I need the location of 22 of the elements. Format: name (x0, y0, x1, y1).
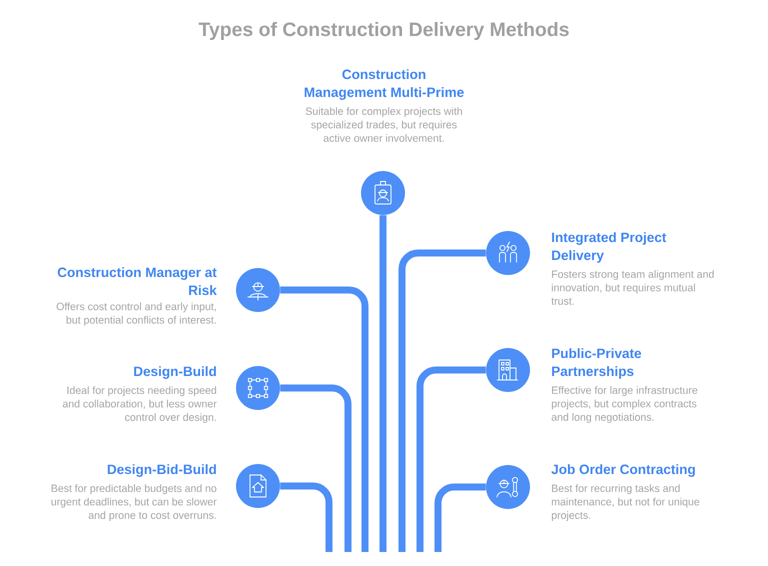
branch-line (280, 384, 352, 552)
description: Best for recurring tasks and maintenance, but not for unique projects. (552, 484, 700, 522)
title: Types of Construction Delivery Methods (198, 22, 569, 40)
heading: Design-Bid-Build (108, 464, 216, 477)
branch-line (380, 215, 386, 552)
heading: Design-Build (134, 366, 216, 379)
description: Best for predictable budgets and no urgent deadlines, but can be slower and prone to cost overruns. (52, 484, 217, 522)
heading: Job Order Contracting (551, 464, 695, 477)
heading: Integrated Project Delivery (552, 232, 666, 263)
heading: Public-Private Partnerships (552, 348, 642, 379)
description: Fosters strong team alignment and innovation, but requires mutual trust. (551, 270, 714, 305)
heading: Construction Management Multi-Prime (304, 69, 464, 100)
description: Effective for large infrastructure projects, but complex contracts and long negotiations. (552, 386, 698, 423)
description: Suitable for complex projects with specialized trades, but requires active owner involvement. (306, 107, 462, 142)
branch-line (280, 482, 332, 552)
branch-line (434, 484, 486, 552)
description: Ideal for projects needing speed and collaboration, but less owner control over design. (62, 386, 217, 424)
branch-line (398, 250, 486, 552)
branch-line (280, 286, 368, 552)
heading: Construction Manager at Risk (58, 267, 217, 296)
description: Offers cost control and early input, but potential conflicts of interest. (56, 302, 216, 326)
branch-line (416, 366, 486, 552)
